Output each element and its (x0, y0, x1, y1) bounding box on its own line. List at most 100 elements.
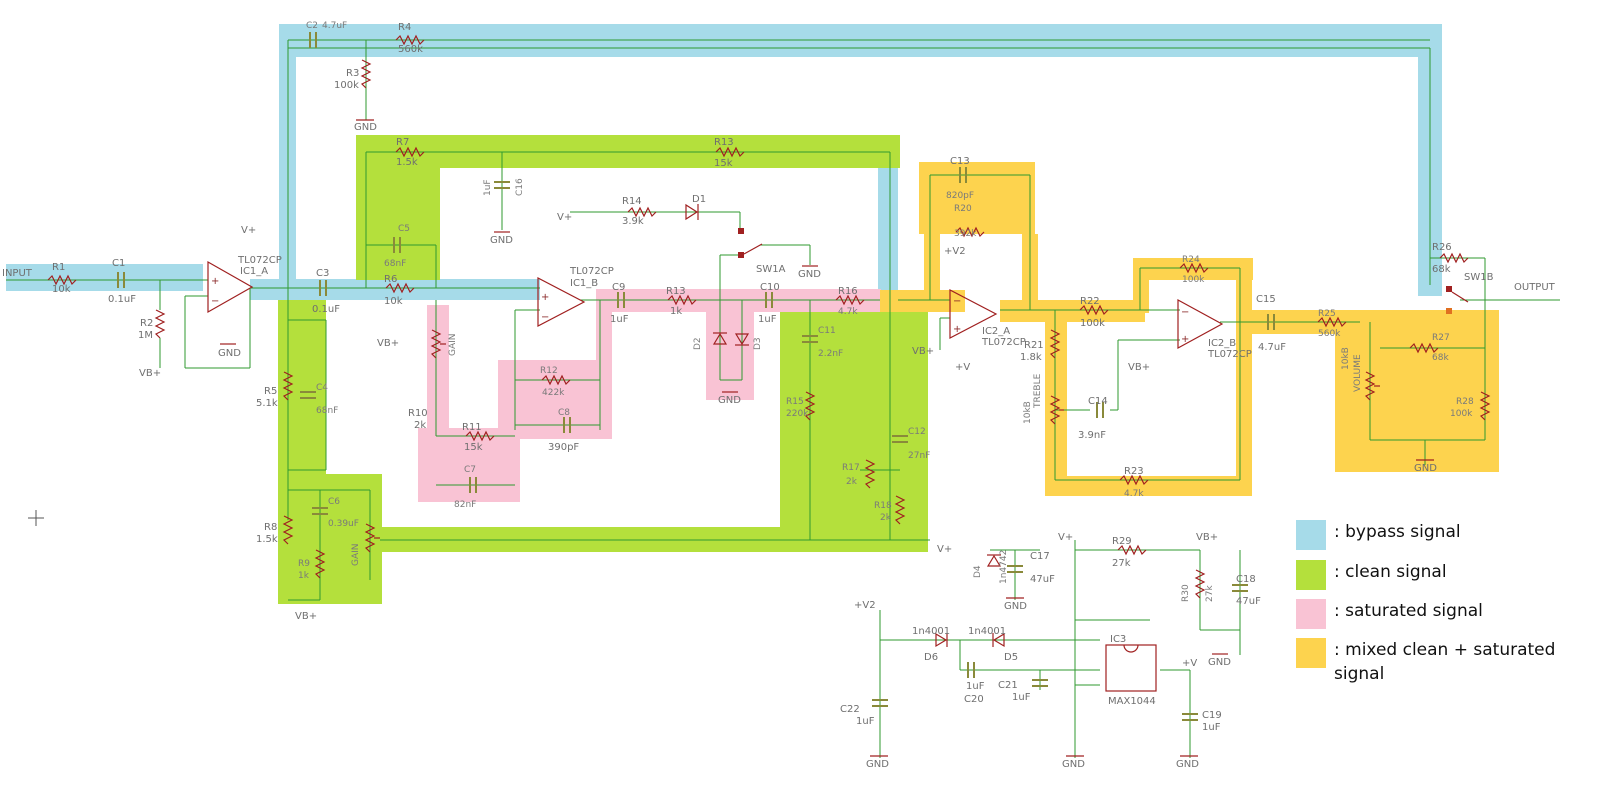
svg-text:GND: GND (798, 269, 821, 280)
svg-text:+: + (211, 276, 219, 287)
mixed-highlight (880, 162, 1499, 496)
svg-text:10k: 10k (52, 284, 71, 295)
svg-text:560k: 560k (1318, 329, 1341, 339)
svg-text:GND: GND (718, 395, 741, 406)
svg-text:R22: R22 (1080, 296, 1100, 307)
cursor-crosshair-icon (28, 510, 44, 526)
svg-text:GND: GND (354, 122, 377, 133)
svg-text:−: − (1181, 307, 1189, 318)
svg-text:47uF: 47uF (1030, 574, 1055, 585)
svg-text:C21: C21 (998, 680, 1018, 691)
svg-text:R6: R6 (384, 274, 397, 285)
svg-text:GND: GND (490, 235, 513, 246)
svg-text:GND: GND (866, 759, 889, 770)
svg-text:R26: R26 (1432, 242, 1452, 253)
svg-text:1uF: 1uF (966, 681, 985, 692)
svg-text:C15: C15 (1256, 294, 1276, 305)
svg-text:R18: R18 (874, 501, 892, 511)
svg-text:27k: 27k (1112, 558, 1131, 569)
svg-text:R11: R11 (462, 422, 482, 433)
svg-text:820pF: 820pF (946, 191, 974, 201)
svg-text:TL072CP: TL072CP (569, 266, 614, 277)
svg-text:IC1_A: IC1_A (240, 266, 268, 277)
svg-text:C2: C2 (306, 21, 318, 31)
svg-text:GAIN: GAIN (351, 543, 361, 566)
svg-text:R20: R20 (954, 204, 972, 214)
svg-text:+V: +V (1182, 658, 1197, 669)
switch-sw1a (738, 228, 763, 258)
svg-text:R14: R14 (622, 196, 642, 207)
svg-text:C11: C11 (818, 326, 836, 336)
svg-text:+V2: +V2 (944, 246, 966, 257)
svg-text:C12: C12 (908, 427, 926, 437)
svg-text:82nF: 82nF (454, 500, 476, 510)
svg-text:1.8k: 1.8k (1020, 352, 1042, 363)
svg-text:R16: R16 (838, 286, 858, 297)
svg-text:2k: 2k (414, 420, 426, 431)
opamp-ic1b: + − (537, 277, 586, 327)
net-labels: INPUT OUTPUT V+ VB+ VB+ VB+ V+ V+ VB+ VB… (2, 122, 1556, 770)
svg-text:R7: R7 (396, 137, 409, 148)
svg-text:1n4001: 1n4001 (912, 626, 950, 637)
legend-item-bypass: : bypass signal (1296, 520, 1574, 550)
svg-text:R21: R21 (1024, 340, 1044, 351)
gnd-markers (220, 119, 1434, 757)
opamp-ic2a: − + (949, 289, 998, 339)
svg-text:392k: 392k (954, 229, 977, 239)
svg-text:2k: 2k (846, 477, 858, 487)
svg-text:R13: R13 (666, 286, 686, 297)
svg-text:4.7uF: 4.7uF (1258, 342, 1286, 353)
svg-text:TL072CP: TL072CP (237, 255, 282, 266)
svg-text:+V2: +V2 (854, 600, 876, 611)
svg-text:1uF: 1uF (483, 179, 493, 196)
svg-text:R13: R13 (714, 137, 734, 148)
pot-gain-2 (364, 523, 380, 553)
svg-text:1k: 1k (298, 571, 310, 581)
svg-text:D1: D1 (692, 194, 706, 205)
svg-text:D6: D6 (924, 652, 938, 663)
svg-text:1uF: 1uF (856, 716, 875, 727)
svg-text:GAIN: GAIN (448, 333, 458, 356)
svg-text:10k: 10k (384, 296, 403, 307)
wire-network (6, 39, 1560, 758)
svg-text:560k: 560k (398, 44, 423, 55)
legend-swatch-bypass (1296, 520, 1326, 550)
svg-text:VB+: VB+ (295, 611, 317, 622)
svg-text:C6: C6 (328, 497, 340, 507)
svg-text:V+: V+ (1058, 532, 1073, 543)
svg-text:100k: 100k (1080, 318, 1105, 329)
svg-text:C22: C22 (840, 704, 860, 715)
pot-gain-1 (430, 329, 446, 359)
svg-text:0.1uF: 0.1uF (312, 304, 340, 315)
label-input: INPUT (2, 268, 33, 279)
svg-text:C3: C3 (316, 268, 329, 279)
svg-text:C10: C10 (760, 282, 780, 293)
svg-text:SW1A: SW1A (756, 264, 786, 275)
svg-text:68k: 68k (1432, 353, 1449, 363)
svg-text:0.1uF: 0.1uF (108, 294, 136, 305)
svg-text:10kB: 10kB (1023, 401, 1033, 424)
svg-text:1uF: 1uF (610, 314, 629, 325)
svg-text:R23: R23 (1124, 466, 1144, 477)
svg-text:VB+: VB+ (377, 338, 399, 349)
legend-swatch-clean (1296, 560, 1326, 590)
svg-text:R28: R28 (1456, 397, 1474, 407)
svg-text:R3: R3 (346, 68, 359, 79)
legend-label-bypass: : bypass signal (1334, 522, 1461, 542)
svg-text:D4: D4 (973, 565, 983, 578)
svg-text:GND: GND (1062, 759, 1085, 770)
legend-label-mixed: : mixed clean + saturated signal (1334, 640, 1556, 684)
svg-text:TREBLE: TREBLE (1033, 373, 1043, 409)
svg-text:1uF: 1uF (758, 314, 777, 325)
diode-symbols (685, 203, 1005, 648)
svg-text:VB+: VB+ (139, 368, 161, 379)
svg-text:100k: 100k (334, 80, 359, 91)
svg-text:2.2nF: 2.2nF (818, 349, 843, 359)
svg-text:R10: R10 (408, 408, 428, 419)
svg-text:C5: C5 (398, 224, 410, 234)
svg-text:GND: GND (1004, 601, 1027, 612)
svg-text:GND: GND (1208, 657, 1231, 668)
svg-text:−: − (953, 296, 961, 307)
svg-text:1.5k: 1.5k (396, 157, 418, 168)
